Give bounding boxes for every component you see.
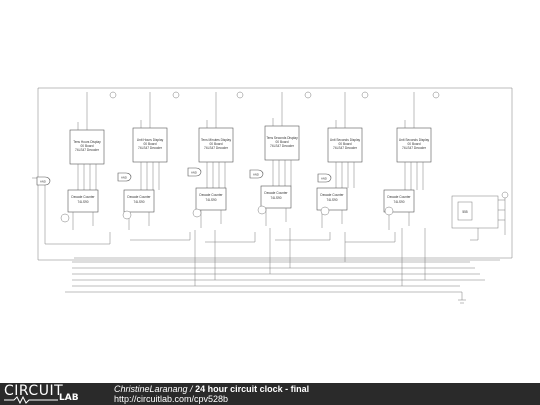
logo-lab-text: LAB — [59, 393, 79, 403]
counter-part: 74LS90 — [394, 200, 405, 204]
counter-title: Decade Counter — [71, 195, 95, 199]
counter-title: Decade Counter — [127, 195, 151, 199]
display-box[interactable] — [396, 127, 432, 163]
gate-label: AND — [121, 176, 127, 180]
display-label-line2: 00 Board — [210, 142, 223, 146]
gate-label: AND — [40, 180, 46, 184]
counter-part: 74LS90 — [271, 196, 282, 200]
counter-box[interactable] — [67, 189, 99, 213]
gate-label: AND — [321, 177, 327, 181]
display-label-line3: 74LS47 Decoder — [204, 146, 229, 150]
gate-body — [187, 167, 202, 177]
counter-box[interactable] — [383, 189, 415, 213]
footer-bar: CIRCUIT LAB ChristineLaranang / 24 hour … — [0, 383, 540, 405]
display-label-line1: Tens Seconds Display — [266, 136, 298, 140]
display-label-line3: 74LS47 Decoder — [402, 146, 427, 150]
logo-circuit-text: CIRCUIT — [4, 383, 64, 399]
display-label-line2: 00 Board — [408, 142, 421, 146]
counter-title: Decade Counter — [387, 195, 411, 199]
counter-part: 74LS90 — [134, 200, 145, 204]
display-label-line3: 74LS47 Decoder — [270, 144, 295, 148]
gate-body — [117, 172, 132, 182]
timer-label: 555 — [462, 210, 468, 214]
counter-title: Decade Counter — [199, 193, 223, 197]
display-label-line2: 00 Board — [276, 140, 289, 144]
display-label-line2: 00 Board — [144, 142, 157, 146]
display-label-line2: 00 Board — [81, 144, 94, 148]
display-label-line1: Unit Seconds Display — [399, 138, 430, 142]
and-gate-5[interactable]: AND — [317, 173, 332, 183]
counter-part: 74LS90 — [327, 198, 338, 202]
display-label-line3: 74LS47 Decoder — [75, 148, 100, 152]
author-link[interactable]: ChristineLaranang — [114, 384, 188, 394]
counter-box[interactable] — [260, 185, 292, 209]
gate-body — [249, 169, 264, 179]
gate-body — [36, 176, 51, 186]
and-gate-2[interactable]: AND — [117, 172, 132, 182]
and-gate-4[interactable]: AND — [249, 169, 264, 179]
and-gate-1[interactable]: AND — [36, 176, 51, 186]
display-label-line3: 74LS47 Decoder — [333, 146, 358, 150]
circuitlab-logo[interactable]: CIRCUIT LAB — [4, 383, 94, 404]
credit-separator: / — [187, 384, 196, 394]
circuit-title[interactable]: 24 hour circuit clock - final — [195, 384, 310, 394]
counter-title: Decade Counter — [264, 191, 288, 195]
gate-body — [317, 173, 332, 183]
gate-label: AND — [253, 173, 259, 177]
counter-box[interactable] — [316, 187, 348, 211]
display-label-line1: Unit Hours Display — [137, 138, 164, 142]
and-gate-3[interactable]: AND — [187, 167, 202, 177]
display-label-line1: Tens Hours Display — [73, 140, 101, 144]
circuit-credit: ChristineLaranang / 24 hour circuit cloc… — [114, 384, 309, 394]
counter-box[interactable] — [195, 187, 227, 211]
display-label-line1: Tens Minutes Display — [201, 138, 232, 142]
display-label-line1: Unit Seconds Display — [330, 138, 361, 142]
display-label-line3: 74LS47 Decoder — [138, 146, 163, 150]
gate-label: AND — [191, 171, 197, 175]
counter-part: 74LS90 — [206, 198, 217, 202]
counter-box[interactable] — [123, 189, 155, 213]
display-label-line2: 00 Board — [339, 142, 352, 146]
counter-title: Decade Counter — [320, 193, 344, 197]
counter-part: 74LS90 — [78, 200, 89, 204]
circuit-url[interactable]: http://circuitlab.com/cpv528b — [114, 394, 229, 404]
logo-wave-icon — [4, 396, 58, 404]
display-box[interactable] — [198, 127, 234, 163]
display-box[interactable] — [327, 127, 363, 163]
